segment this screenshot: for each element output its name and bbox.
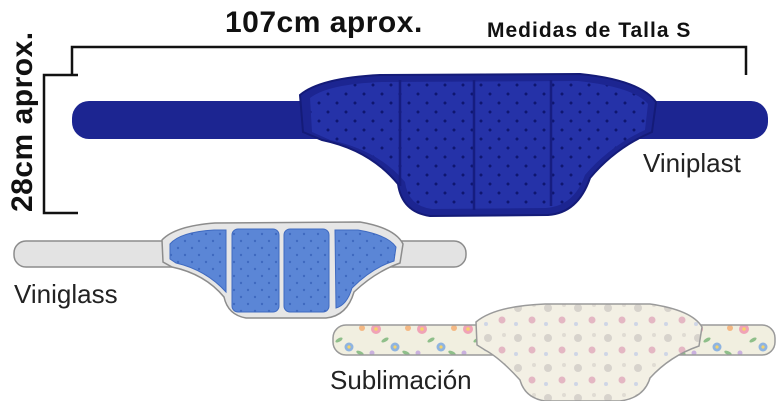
viniglass-label: Viniglass	[14, 279, 118, 309]
width-dimension-line	[70, 45, 748, 75]
height-dimension-line	[42, 73, 78, 215]
sublimacion-label: Sublimación	[330, 365, 472, 395]
viniplast-belt	[72, 72, 768, 218]
viniplast-label: Viniplast	[643, 148, 741, 178]
width-measurement-label: 107cm aprox.	[225, 6, 423, 39]
height-measurement-label: 28cm aprox.	[6, 31, 39, 212]
sublimacion-belt	[332, 303, 776, 401]
viniglass-belt	[13, 221, 467, 319]
size-title: Medidas de Talla S	[487, 19, 692, 42]
